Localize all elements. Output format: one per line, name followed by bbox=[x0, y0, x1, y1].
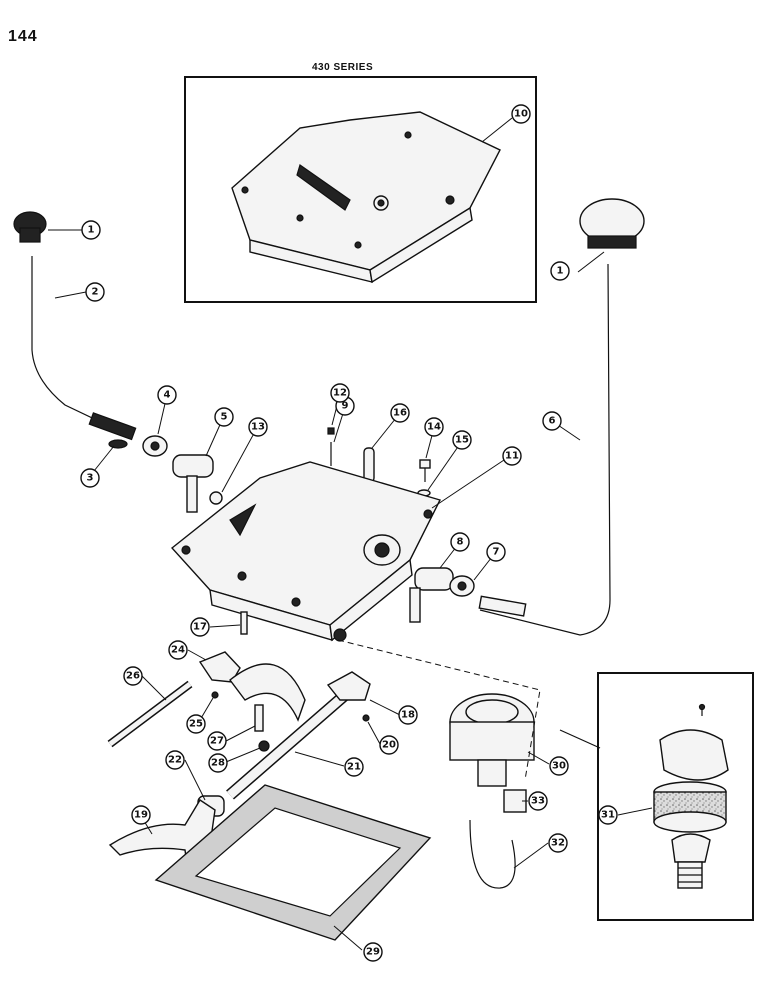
callout-21: 21 bbox=[344, 757, 364, 777]
callout-16: 16 bbox=[390, 403, 410, 423]
callout-25: 25 bbox=[186, 714, 206, 734]
svg-text:15: 15 bbox=[455, 435, 469, 446]
svg-text:20: 20 bbox=[382, 740, 396, 751]
right-small-parts bbox=[409, 567, 475, 623]
svg-text:11: 11 bbox=[505, 451, 519, 462]
inset-breather-assembly bbox=[597, 672, 754, 921]
svg-text:5: 5 bbox=[221, 412, 228, 423]
svg-text:28: 28 bbox=[211, 758, 225, 769]
svg-text:12: 12 bbox=[333, 388, 347, 399]
callout-18: 18 bbox=[398, 705, 418, 725]
callout-24: 24 bbox=[168, 640, 188, 660]
svg-text:10: 10 bbox=[514, 109, 528, 120]
svg-text:29: 29 bbox=[366, 947, 380, 958]
pins-and-bolts bbox=[327, 427, 431, 497]
callout-30: 30 bbox=[549, 756, 569, 776]
svg-text:6: 6 bbox=[549, 416, 556, 427]
callout-15: 15 bbox=[452, 430, 472, 450]
callout-31: 31 bbox=[598, 805, 618, 825]
svg-text:2: 2 bbox=[92, 287, 99, 298]
gasket-29 bbox=[154, 784, 432, 941]
callout-3: 3 bbox=[80, 468, 100, 488]
svg-text:4: 4 bbox=[164, 390, 171, 401]
callout-4: 4 bbox=[157, 385, 177, 405]
svg-text:31: 31 bbox=[601, 810, 615, 821]
svg-text:3: 3 bbox=[87, 473, 94, 484]
callout-33: 33 bbox=[528, 791, 548, 811]
left-shift-lever bbox=[13, 211, 137, 441]
left-small-parts bbox=[108, 435, 223, 513]
cover-plate-430 bbox=[231, 111, 501, 284]
svg-text:25: 25 bbox=[189, 719, 203, 730]
callout-2: 2 bbox=[85, 282, 105, 302]
callout-17: 17 bbox=[190, 617, 210, 637]
svg-text:26: 26 bbox=[126, 671, 140, 682]
breather-assembly bbox=[337, 639, 601, 889]
svg-text:7: 7 bbox=[493, 547, 500, 558]
callout-5: 5 bbox=[214, 407, 234, 427]
callout-13: 13 bbox=[248, 417, 268, 437]
callout-10: 10 bbox=[511, 104, 531, 124]
callout-19: 19 bbox=[131, 805, 151, 825]
inset-430-series bbox=[184, 76, 537, 303]
callout-1-right: 1 bbox=[550, 261, 570, 281]
callout-29: 29 bbox=[363, 942, 383, 962]
callout-14: 14 bbox=[424, 417, 444, 437]
svg-text:33: 33 bbox=[531, 796, 545, 807]
svg-text:27: 27 bbox=[210, 736, 224, 747]
inset-series-label: 430 SERIES bbox=[312, 62, 374, 73]
svg-text:22: 22 bbox=[168, 755, 182, 766]
svg-text:30: 30 bbox=[552, 761, 566, 772]
shift-cover-plate bbox=[170, 461, 442, 642]
svg-text:17: 17 bbox=[193, 622, 207, 633]
page-number: 144 bbox=[8, 28, 38, 45]
callout-11: 11 bbox=[502, 446, 522, 466]
svg-text:1: 1 bbox=[88, 225, 95, 236]
pin-17 bbox=[240, 611, 248, 635]
callout-12: 12 bbox=[330, 383, 350, 403]
svg-text:8: 8 bbox=[457, 537, 464, 548]
right-shift-lever bbox=[478, 198, 645, 636]
callout-32: 32 bbox=[548, 833, 568, 853]
svg-text:32: 32 bbox=[551, 838, 565, 849]
callout-28: 28 bbox=[208, 753, 228, 773]
svg-text:1: 1 bbox=[557, 266, 564, 277]
svg-text:24: 24 bbox=[171, 645, 185, 656]
callout-20: 20 bbox=[379, 735, 399, 755]
callout-22: 22 bbox=[165, 750, 185, 770]
callout-7: 7 bbox=[486, 542, 506, 562]
callout-8: 8 bbox=[450, 532, 470, 552]
svg-text:21: 21 bbox=[347, 762, 361, 773]
svg-text:9: 9 bbox=[342, 401, 349, 412]
svg-text:18: 18 bbox=[401, 710, 415, 721]
callout-1-left: 1 bbox=[81, 220, 101, 240]
svg-text:19: 19 bbox=[134, 810, 148, 821]
callout-6: 6 bbox=[542, 411, 562, 431]
svg-text:14: 14 bbox=[427, 422, 441, 433]
callout-27: 27 bbox=[207, 731, 227, 751]
svg-text:13: 13 bbox=[251, 422, 265, 433]
svg-text:16: 16 bbox=[393, 408, 407, 419]
callout-26: 26 bbox=[123, 666, 143, 686]
